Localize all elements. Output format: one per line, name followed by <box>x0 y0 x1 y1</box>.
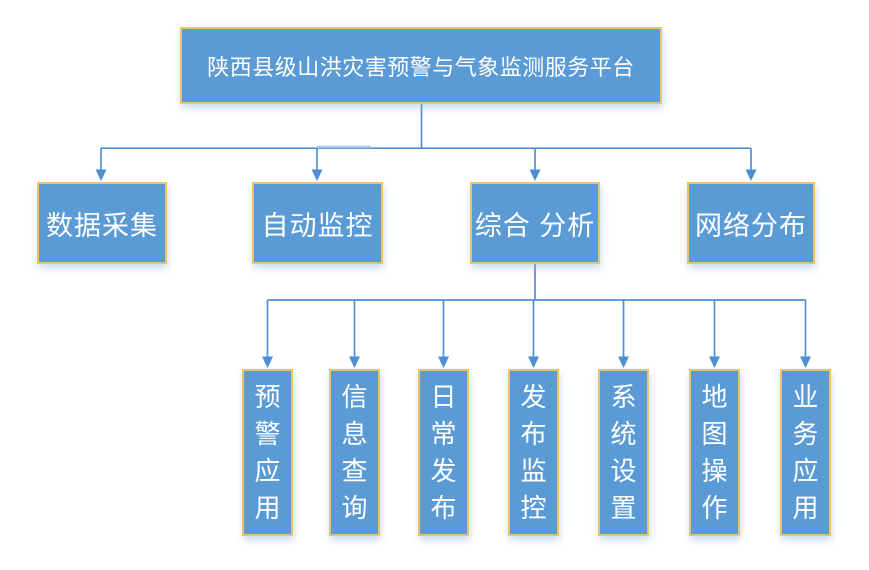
level1-to-level2-connectors <box>100 104 752 170</box>
node-warning-application-label: 预警应用 <box>254 381 281 523</box>
node-system-settings: 系统设置 <box>598 369 649 536</box>
node-business-application: 业务应用 <box>780 369 831 536</box>
node-daily-release: 日常发布 <box>418 369 469 536</box>
node-business-application-label: 业务应用 <box>792 381 819 523</box>
level1-arrowheads <box>95 169 757 181</box>
node-release-monitoring: 发布监控 <box>508 369 559 536</box>
node-information-query: 信息查询 <box>329 369 380 536</box>
node-comprehensive-analysis-label: 综合 分析 <box>474 210 596 241</box>
node-root: 陕西县级山洪灾害预警与气象监测服务平台 <box>180 27 662 104</box>
node-network-distribution: 网络分布 <box>687 182 815 264</box>
node-warning-application: 预警应用 <box>242 369 293 536</box>
node-daily-release-label: 日常发布 <box>430 381 457 523</box>
level2-to-level3-connectors <box>266 264 807 357</box>
node-map-operation: 地图操作 <box>689 369 740 536</box>
node-network-distribution-label: 网络分布 <box>695 210 807 241</box>
level2-arrowheads <box>262 356 811 368</box>
node-auto-monitoring-label: 自动监控 <box>261 210 374 241</box>
node-release-monitoring-label: 发布监控 <box>520 381 547 523</box>
node-data-collection: 数据采集 <box>37 182 167 264</box>
node-data-collection-label: 数据采集 <box>46 210 158 241</box>
node-system-settings-label: 系统设置 <box>610 381 637 523</box>
node-auto-monitoring: 自动监控 <box>252 182 383 264</box>
node-root-label: 陕西县级山洪灾害预警与气象监测服务平台 <box>207 54 635 80</box>
node-information-query-label: 信息查询 <box>341 381 368 523</box>
node-map-operation-label: 地图操作 <box>701 381 728 523</box>
node-comprehensive-analysis: 综合 分析 <box>470 182 600 264</box>
